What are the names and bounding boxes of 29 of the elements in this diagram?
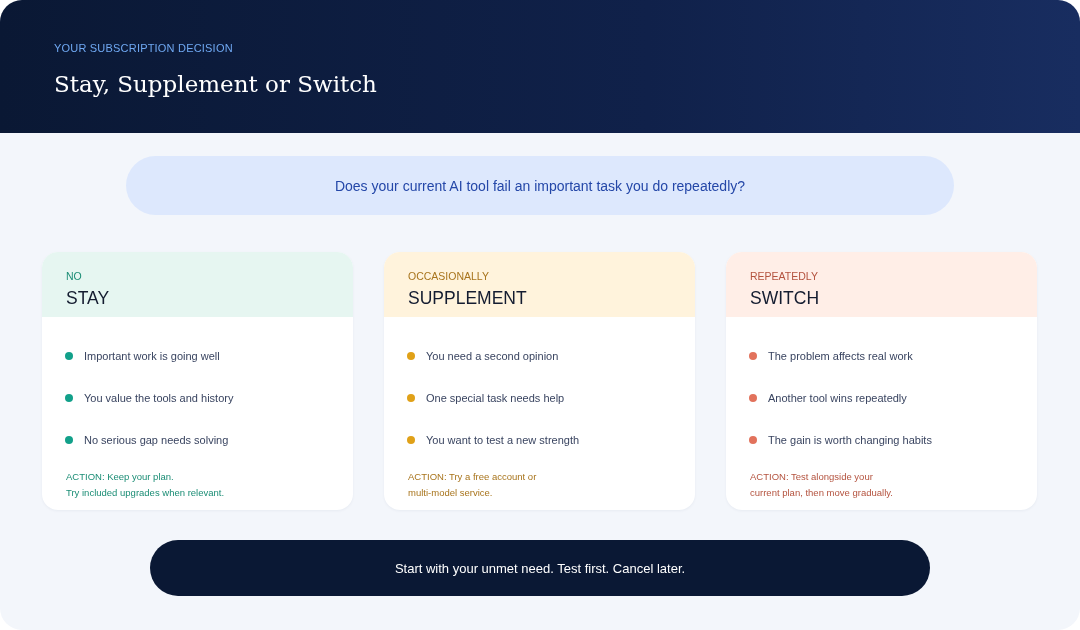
page-title: Stay, Supplement or Switch bbox=[54, 70, 377, 99]
criterion-text: You need a second opinion bbox=[426, 349, 559, 363]
action-note: ACTION: Try a free account or bbox=[408, 470, 537, 484]
criterion-text: Important work is going well bbox=[84, 349, 220, 363]
answer-label: OCCASIONALLY bbox=[408, 269, 489, 283]
criterion-text: Another tool wins repeatedly bbox=[768, 391, 907, 405]
option-card bbox=[42, 252, 353, 510]
criterion-text: You want to test a new strength bbox=[426, 433, 580, 447]
header-eyebrow: YOUR SUBSCRIPTION DECISION bbox=[54, 41, 233, 55]
option-title: SWITCH bbox=[750, 287, 820, 309]
option-title: SUPPLEMENT bbox=[408, 287, 527, 309]
criterion-text: No serious gap needs solving bbox=[84, 433, 229, 447]
action-note: ACTION: Test alongside your bbox=[750, 470, 873, 484]
answer-label: REPEATEDLY bbox=[750, 269, 818, 283]
action-note: ACTION: Keep your plan. bbox=[66, 470, 174, 484]
banner-text: Does your current AI tool fail an important task you do repeatedly? bbox=[334, 177, 746, 194]
criterion-text: One special task needs help bbox=[426, 391, 565, 405]
criterion-text: The gain is worth changing habits bbox=[768, 433, 932, 447]
action-note: multi-model service. bbox=[408, 486, 493, 500]
summary-banner bbox=[150, 540, 930, 596]
option-card bbox=[726, 252, 1037, 510]
criterion-text: You value the tools and history bbox=[84, 391, 234, 405]
action-note: Try included upgrades when relevant. bbox=[66, 486, 225, 500]
action-note: current plan, then move gradually. bbox=[750, 486, 893, 500]
option-card bbox=[384, 252, 695, 510]
criterion-text: The problem affects real work bbox=[768, 349, 913, 363]
banner-text: Start with your unmet need. Test first. Cancel later. bbox=[394, 560, 686, 576]
answer-label: NO bbox=[66, 269, 82, 283]
option-title: STAY bbox=[66, 287, 110, 309]
